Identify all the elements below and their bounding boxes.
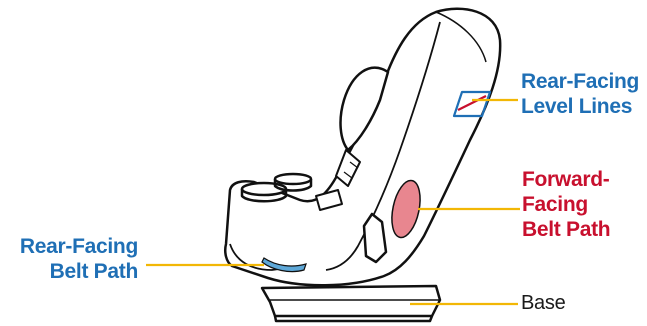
label-line: Belt Path [522,217,610,242]
rear-facing-level-lines-label: Rear-Facing Level Lines [521,69,639,119]
rear-facing-belt-path-label: Rear-Facing Belt Path [10,234,138,284]
label-line: Facing [522,192,610,217]
label-line: Base [521,291,565,316]
label-line: Rear-Facing [10,234,138,259]
base-label: Base [521,291,565,316]
label-line: Forward- [522,167,610,192]
label-line: Level Lines [521,94,639,119]
label-line: Rear-Facing [521,69,639,94]
seat-shell [225,9,500,285]
label-line: Belt Path [10,259,138,284]
forward-facing-belt-path-label: Forward- Facing Belt Path [522,167,610,242]
